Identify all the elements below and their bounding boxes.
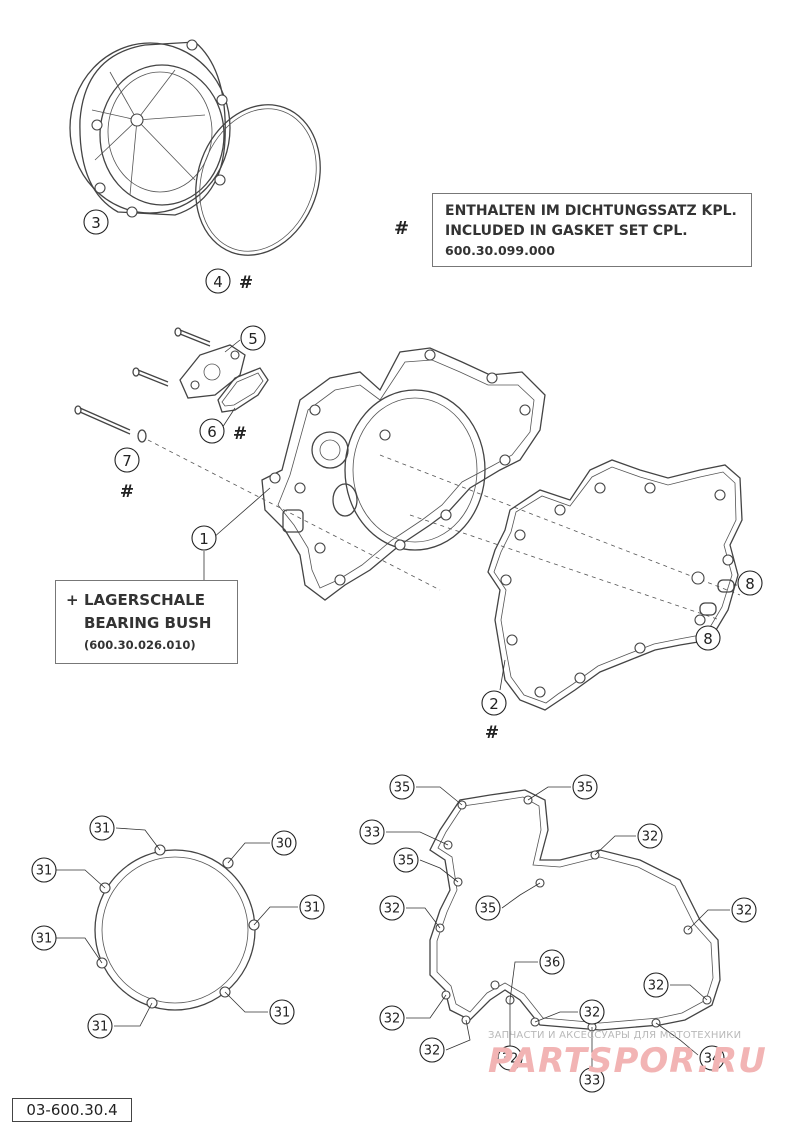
- svg-text:32: 32: [384, 1012, 401, 1027]
- svg-text:32: 32: [584, 1006, 601, 1021]
- svg-text:31: 31: [36, 932, 53, 947]
- svg-text:31: 31: [36, 864, 53, 879]
- detail-right-callout: 36: [539, 949, 565, 975]
- hash-7: #: [120, 482, 134, 502]
- detail-left-callout: 31: [31, 925, 57, 951]
- detail-left-callout: 31: [87, 1013, 113, 1039]
- callout-5: 5: [240, 325, 266, 351]
- gasket-part-2: [487, 459, 743, 711]
- svg-text:31: 31: [274, 1006, 291, 1021]
- callout-6: 6: [199, 418, 225, 444]
- gasket-note-marker: #: [394, 218, 410, 239]
- detail-right-callout: 32: [497, 1045, 523, 1071]
- detail-right-callout: 35: [389, 774, 415, 800]
- svg-text:35: 35: [394, 781, 411, 796]
- svg-text:31: 31: [304, 901, 321, 916]
- watermark-logo: PARTSPOR.RU: [488, 1041, 767, 1081]
- gasket-note-line-2: INCLUDED IN GASKET SET CPL.: [445, 223, 688, 239]
- o-ring-part-4: [195, 104, 321, 256]
- svg-text:35: 35: [398, 854, 415, 869]
- detail-right-callout: 32: [379, 895, 405, 921]
- svg-text:5: 5: [248, 330, 258, 348]
- bearing-bush-note: + LAGERSCHALE BEARING BUSH (600.30.026.01…: [55, 580, 238, 664]
- gasket-part-6: [217, 367, 269, 413]
- svg-text:34: 34: [704, 1052, 721, 1067]
- detail-right-callout: 32: [579, 999, 605, 1025]
- detail-ignition-gasket: [94, 844, 260, 1011]
- detail-right-callout: 35: [475, 895, 501, 921]
- detail-right-callout: 35: [393, 847, 419, 873]
- callout-3: 3: [83, 209, 109, 235]
- detail-right-callout: 32: [731, 897, 757, 923]
- bearing-note-german: LAGERSCHALE: [84, 591, 206, 609]
- bearing-note-marker: +: [66, 591, 79, 609]
- detail-right-callout: 32: [637, 823, 663, 849]
- callout-8-lower: 8: [695, 625, 721, 651]
- bolts: [74, 327, 211, 443]
- detail-left-callout: 31: [269, 999, 295, 1025]
- svg-text:32: 32: [502, 1052, 519, 1067]
- svg-text:32: 32: [642, 830, 659, 845]
- assembly-axes: [147, 439, 741, 621]
- ignition-cover-part-3: [69, 39, 231, 218]
- dowel-sleeves-part-8: [699, 579, 735, 616]
- detail-right-callout: 32: [643, 972, 669, 998]
- svg-text:8: 8: [703, 630, 713, 648]
- callout-8-upper: 8: [737, 570, 763, 596]
- svg-text:33: 33: [364, 826, 381, 841]
- leader-lines: [56, 339, 737, 1068]
- drawing-number: 03-600.30.4: [12, 1098, 132, 1122]
- svg-text:35: 35: [577, 781, 594, 796]
- detail-left-callout: 31: [299, 894, 325, 920]
- plate-part-5: [179, 344, 246, 399]
- callout-2: 2: [481, 690, 507, 716]
- watermark-tagline: ЗАПЧАСТИ И АКСЕССУАРЫ ДЛЯ МОТОТЕХНИКИ: [488, 1030, 742, 1041]
- hash-2: #: [485, 723, 499, 743]
- svg-text:32: 32: [384, 902, 401, 917]
- bearing-note-part-number: (600.30.026.010): [84, 638, 196, 652]
- detail-left-callout: 31: [31, 857, 57, 883]
- detail-right-callout: 35: [572, 774, 598, 800]
- hash-4: #: [239, 273, 253, 293]
- detail-right-callout: 33: [579, 1067, 605, 1093]
- bearing-note-line-1: + LAGERSCHALE: [66, 589, 227, 612]
- detail-left-callout: 30: [271, 830, 297, 856]
- callout-1: 1: [191, 525, 217, 551]
- detail-right-callout: 34: [699, 1045, 725, 1071]
- detail-right-callout: 32: [379, 1005, 405, 1031]
- svg-text:4: 4: [213, 273, 223, 291]
- svg-text:6: 6: [207, 423, 217, 441]
- detail-right-callout: 33: [359, 819, 385, 845]
- svg-text:31: 31: [94, 822, 111, 837]
- svg-text:30: 30: [276, 837, 293, 852]
- watermark: ЗАПЧАСТИ И АКСЕССУАРЫ ДЛЯ МОТОТЕХНИКИ PA…: [488, 1030, 793, 1085]
- bearing-note-english: BEARING BUSH: [84, 614, 212, 632]
- svg-text:33: 33: [584, 1074, 601, 1089]
- svg-text:2: 2: [489, 695, 499, 713]
- svg-text:36: 36: [544, 956, 561, 971]
- svg-text:32: 32: [648, 979, 665, 994]
- svg-text:3: 3: [91, 214, 101, 232]
- clutch-cover-part-1: [261, 347, 546, 601]
- gasket-set-note: ENTHALTEN IM DICHTUNGSSATZ KPL. INCLUDED…: [432, 193, 752, 267]
- detail-left-callout: 31: [89, 815, 115, 841]
- detail-right-callout: 32: [419, 1037, 445, 1063]
- svg-text:32: 32: [736, 904, 753, 919]
- svg-text:31: 31: [92, 1020, 109, 1035]
- hash-6: #: [233, 424, 247, 444]
- svg-text:35: 35: [480, 902, 497, 917]
- svg-text:32: 32: [424, 1044, 441, 1059]
- svg-text:7: 7: [122, 452, 132, 470]
- gasket-note-part-number: 600.30.099.000: [445, 243, 555, 258]
- svg-text:1: 1: [199, 530, 209, 548]
- callout-4: 4: [205, 268, 231, 294]
- gasket-note-line-1: ENTHALTEN IM DICHTUNGSSATZ KPL.: [445, 203, 737, 219]
- detail-clutch-gasket: [429, 789, 721, 1032]
- svg-text:8: 8: [745, 575, 755, 593]
- callout-7: 7: [114, 447, 140, 473]
